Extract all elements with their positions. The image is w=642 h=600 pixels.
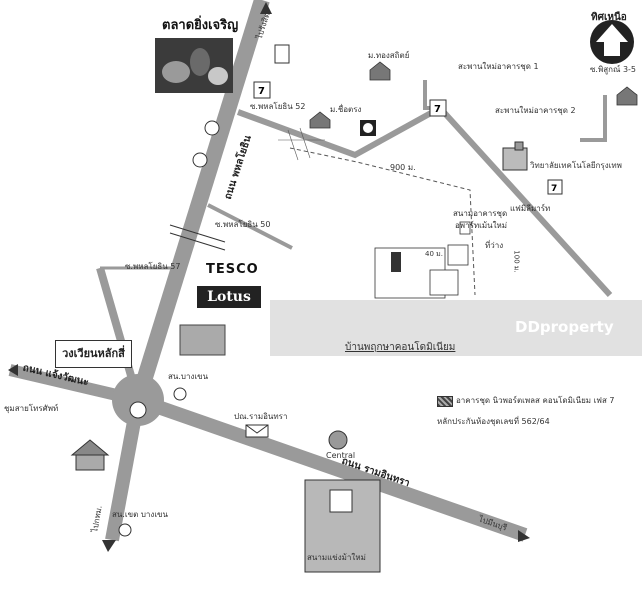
label-college: วิทยาลัยเทคโนโลยีกรุงเทพ: [530, 161, 622, 170]
roundabout-label: วงเวียนหลักสี่: [55, 340, 132, 368]
road-east-top: [580, 95, 607, 142]
label-soi50: ซ.พหลโยธิน 50: [215, 220, 271, 229]
label-exchange: ชุมสายโทรศัพท์: [4, 404, 59, 413]
label-100m: 100 ม.: [512, 250, 521, 273]
house-icon: [309, 61, 638, 129]
race-course: [304, 479, 381, 573]
legend-note: หลักประกันห้องชุดเลขที่ 562/64: [437, 417, 550, 426]
roundabout-center: [129, 401, 147, 419]
project-lot: [391, 252, 401, 272]
arrow-south-icon: [102, 540, 116, 552]
market-image: [155, 38, 233, 93]
label-soi57: ซ.พหลโยธิน 57: [125, 262, 181, 271]
tesco-logo: TESCO: [206, 262, 259, 277]
label-district: สน.เขต บางเขน: [112, 510, 168, 519]
label-apartment: อพาร์ทเม้นใหม่: [455, 221, 508, 230]
label-sitthisak: ซ.พิสูกณ์ 3-5: [590, 65, 637, 74]
route-dashed: [289, 147, 476, 296]
central-icon: [328, 430, 348, 450]
label-bridge-1: สะพานใหม่อาคารชุด 1: [458, 62, 539, 71]
legend-swatch: [437, 396, 453, 407]
label-cheewong: ม.ชื่อตรง: [330, 105, 362, 114]
bank-icon: [192, 44, 376, 168]
legend-item: อาคารชุด นิวพอร์ตเพลส คอนโดมิเนียม เฟส 7: [456, 396, 615, 405]
label-tongsomchit: ม.ทองสถิตย์: [368, 51, 410, 60]
label-family-mart: แฟมิลีมาร์ท: [510, 204, 551, 213]
label-vacant: ที่ว่าง: [485, 241, 504, 250]
market-title: ตลาดยิ่งเจริญ: [162, 18, 239, 33]
temple-icon: [70, 439, 110, 471]
label-park: สนามอาคารชุด: [453, 209, 508, 218]
arrow-west-icon: [8, 364, 18, 376]
post-icon: [245, 424, 269, 438]
label-police: สน.บางเขน: [168, 372, 209, 381]
small-grid: [278, 127, 325, 161]
label-post: ปณ.รามอินทรา: [234, 412, 288, 421]
road-ramintra: [135, 393, 528, 542]
road-soi50: [207, 203, 293, 250]
label-40m: 40 ม.: [425, 250, 443, 258]
ddproperty-watermark: DDproperty: [515, 318, 614, 336]
label-bridge-2: สะพานใหม่อาคารชุด 2: [495, 106, 576, 115]
building-icon: [179, 324, 226, 356]
label-900m: 900 ม.: [390, 163, 416, 172]
project-title: บ้านพฤกษาคอนโดมิเนียม: [345, 342, 456, 353]
college-icon: [502, 141, 528, 171]
road-network: [8, 0, 613, 542]
svg-text:7: 7: [551, 184, 557, 194]
north-arrow-icon: [590, 20, 634, 64]
circle-markers: [118, 387, 187, 537]
watermark-band: [270, 300, 642, 356]
label-race-course: สนามแข่งม้าใหม่: [307, 553, 366, 562]
label-soi52: ซ.พหลโยธิน 52: [250, 102, 306, 111]
project-plots: [374, 221, 471, 299]
road-phahonyothin: [130, 0, 270, 403]
svg-text:7: 7: [434, 104, 441, 115]
road-soi52: [236, 104, 613, 298]
roundabout-ring: [112, 374, 164, 426]
bridge-marker: [169, 224, 226, 251]
store-icon: 7 7 7: [253, 81, 563, 195]
svg-text:7: 7: [258, 86, 265, 97]
arrow-east-icon: [518, 530, 530, 542]
compass-label: ทิศเหนือ: [591, 12, 627, 23]
lotus-logo: Lotus: [197, 286, 261, 308]
arrow-north-icon: [260, 2, 272, 14]
label-central: Central: [326, 451, 356, 460]
